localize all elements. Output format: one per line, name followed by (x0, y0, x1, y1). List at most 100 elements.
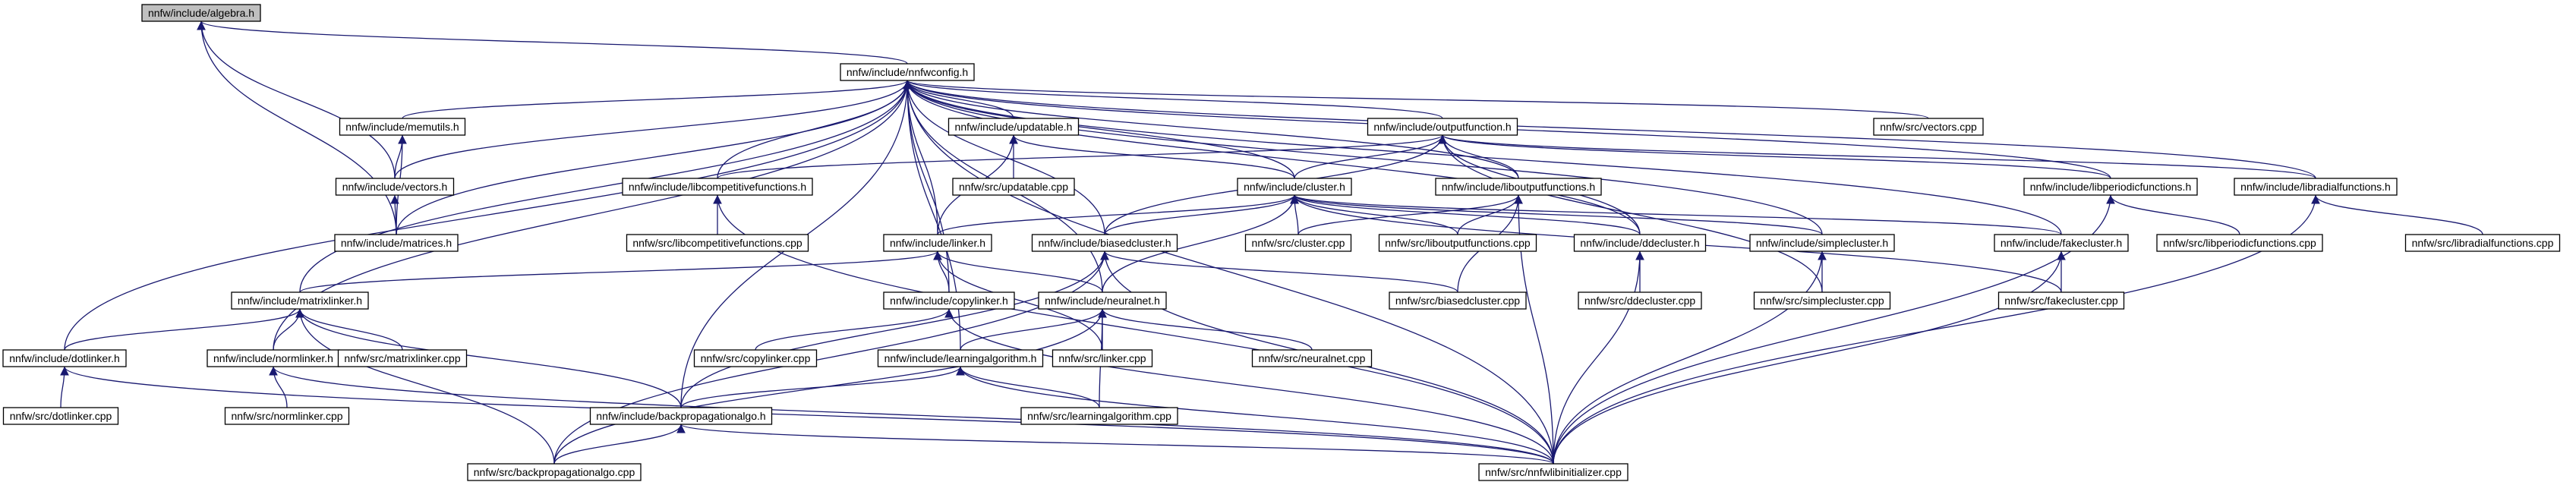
node-box (1031, 234, 1178, 252)
edge-src_backprop-to-biasedcluster (553, 250, 1109, 465)
node-box (877, 349, 1044, 367)
node-vectors[interactable]: nnfw/include/vectors.h (335, 178, 455, 196)
node-src-libcompetitive[interactable]: nnfw/src/libcompetitivefunctions.cpp (626, 234, 809, 252)
node-backprop[interactable]: nnfw/include/backpropagationalgo.h (589, 407, 773, 425)
node-label: nnfw/src/backpropagationalgo.cpp (474, 466, 635, 478)
node-box (1052, 349, 1153, 367)
node-dotlinker[interactable]: nnfw/include/dotlinker.h (2, 349, 127, 367)
edge-dotlinker-to-config (64, 80, 912, 351)
node-libcompetitive[interactable]: nnfw/include/libcompetitivefunctions.h (622, 178, 813, 196)
node-config[interactable]: nnfw/include/nnfwconfig.h (840, 63, 975, 81)
node-label: nnfw/include/nnfwconfig.h (847, 66, 968, 78)
node-src-fakecluster[interactable]: nnfw/src/fakecluster.cpp (1997, 291, 2125, 310)
node-src-backprop[interactable]: nnfw/src/backpropagationalgo.cpp (467, 463, 642, 481)
edge-matrices-to-vectors (390, 194, 399, 235)
edge-src_libinit-to-config (903, 80, 1554, 465)
node-label: nnfw/src/vectors.cpp (1880, 121, 1977, 133)
node-box (883, 234, 992, 252)
node-matrixlinker[interactable]: nnfw/include/matrixlinker.h (231, 291, 369, 310)
node-label: nnfw/include/algebra.h (148, 7, 254, 19)
node-src-matrixlinker[interactable]: nnfw/src/matrixlinker.cpp (337, 349, 468, 367)
node-box (1478, 463, 1629, 481)
node-src-copylinker[interactable]: nnfw/src/copylinker.cpp (693, 349, 818, 367)
node-box (1020, 407, 1178, 425)
node-normlinker[interactable]: nnfw/include/normlinker.h (207, 349, 340, 367)
node-libperiodic[interactable]: nnfw/include/libperiodicfunctions.h (2023, 178, 2198, 196)
node-src-dotlinker[interactable]: nnfw/src/dotlinker.cpp (2, 407, 119, 425)
node-src-linker[interactable]: nnfw/src/linker.cpp (1052, 349, 1153, 367)
node-label: nnfw/include/memutils.h (345, 121, 459, 133)
edge-config-to-algebra (197, 20, 908, 65)
edge-backprop-to-learningalgorithm (680, 366, 965, 408)
node-label: nnfw/src/normlinker.cpp (231, 410, 342, 422)
node-label: nnfw/include/libradialfunctions.h (2240, 181, 2391, 193)
node-box (339, 118, 466, 136)
node-box (1749, 234, 1895, 252)
edge-matrices-to-algebra (197, 20, 397, 235)
node-box (224, 407, 350, 425)
node-box (2404, 234, 2561, 252)
node-label: nnfw/src/learningalgorithm.cpp (1027, 410, 1171, 422)
node-src-normlinker[interactable]: nnfw/src/normlinker.cpp (224, 407, 350, 425)
node-libradial[interactable]: nnfw/include/libradialfunctions.h (2234, 178, 2398, 196)
node-label: nnfw/src/fakecluster.cpp (2004, 295, 2118, 307)
node-label: nnfw/src/dotlinker.cpp (10, 410, 112, 422)
edge-neuralnet-to-cluster (1102, 194, 1299, 293)
node-label: nnfw/include/libcompetitivefunctions.h (629, 181, 806, 193)
node-ddecluster[interactable]: nnfw/include/ddecluster.h (1573, 234, 1707, 252)
node-src-biasedcluster[interactable]: nnfw/src/biasedcluster.cpp (1389, 291, 1527, 310)
node-src-libradial[interactable]: nnfw/src/libradialfunctions.cpp (2404, 234, 2561, 252)
edge-learningalgorithm-to-neuralnet (960, 308, 1107, 351)
node-label: nnfw/include/copylinker.h (890, 295, 1008, 307)
edge-copylinker-to-config (903, 80, 950, 293)
node-box (840, 63, 975, 81)
node-updatable[interactable]: nnfw/include/updatable.h (947, 118, 1080, 136)
node-cluster[interactable]: nnfw/include/cluster.h (1237, 178, 1352, 196)
node-box (626, 234, 809, 252)
node-box (1578, 291, 1702, 310)
node-algebra[interactable]: nnfw/include/algebra.h (141, 4, 261, 22)
node-label: nnfw/src/nnfwlibinitializer.cpp (1485, 466, 1622, 478)
node-label: nnfw/include/cluster.h (1244, 181, 1345, 193)
edge-src_copylinker-to-copylinker (755, 308, 954, 351)
edge-vectors-to-config (394, 80, 912, 179)
node-box (467, 463, 642, 481)
node-src-cluster[interactable]: nnfw/src/cluster.cpp (1244, 234, 1352, 252)
node-outputfunction[interactable]: nnfw/include/outputfunction.h (1367, 118, 1518, 136)
node-src-libperiodic[interactable]: nnfw/src/libperiodicfunctions.cpp (2156, 234, 2323, 252)
node-label: nnfw/include/biasedcluster.h (1038, 237, 1171, 249)
node-learningalgorithm[interactable]: nnfw/include/learningalgorithm.h (877, 349, 1044, 367)
node-biasedcluster[interactable]: nnfw/include/biasedcluster.h (1031, 234, 1178, 252)
node-box (622, 178, 813, 196)
node-fakecluster[interactable]: nnfw/include/fakecluster.h (1994, 234, 2129, 252)
node-label: nnfw/include/libperiodicfunctions.h (2030, 181, 2191, 193)
node-src-liboutput[interactable]: nnfw/src/liboutputfunctions.cpp (1378, 234, 1537, 252)
node-label: nnfw/include/matrices.h (341, 237, 452, 249)
node-src-ddecluster[interactable]: nnfw/src/ddecluster.cpp (1578, 291, 1702, 310)
node-box (589, 407, 773, 425)
node-src-simplecluster[interactable]: nnfw/src/simplecluster.cpp (1753, 291, 1891, 310)
node-simplecluster[interactable]: nnfw/include/simplecluster.h (1749, 234, 1895, 252)
node-box (1251, 349, 1373, 367)
edge-src_cluster-to-liboutput (1297, 194, 1523, 235)
node-box (1378, 234, 1537, 252)
node-src-vectors[interactable]: nnfw/src/vectors.cpp (1873, 118, 1984, 136)
node-copylinker[interactable]: nnfw/include/copylinker.h (883, 291, 1015, 310)
edge-ddecluster-to-config (903, 80, 1641, 235)
node-neuralnet[interactable]: nnfw/include/neuralnet.h (1038, 291, 1167, 310)
node-src-neuralnet[interactable]: nnfw/src/neuralnet.cpp (1251, 349, 1373, 367)
edge-cluster-to-updatable (1009, 134, 1295, 179)
node-src-learningalgorithm[interactable]: nnfw/src/learningalgorithm.cpp (1020, 407, 1178, 425)
node-label: nnfw/include/normlinker.h (213, 352, 333, 364)
node-src-libinit[interactable]: nnfw/src/nnfwlibinitializer.cpp (1478, 463, 1629, 481)
edge-src_biasedcluster-to-biasedcluster (1100, 250, 1458, 293)
node-linker[interactable]: nnfw/include/linker.h (883, 234, 992, 252)
node-liboutput[interactable]: nnfw/include/liboutputfunctions.h (1435, 178, 1602, 196)
edge-backprop-to-biasedcluster (680, 250, 1109, 408)
node-box (141, 4, 261, 22)
edge-liboutput-to-config (903, 80, 1519, 179)
node-src-updatable[interactable]: nnfw/src/updatable.cpp (952, 178, 1075, 196)
node-matrices[interactable]: nnfw/include/matrices.h (334, 234, 459, 252)
node-memutils[interactable]: nnfw/include/memutils.h (339, 118, 466, 136)
edge-ddecluster-to-cluster (1290, 194, 1641, 235)
